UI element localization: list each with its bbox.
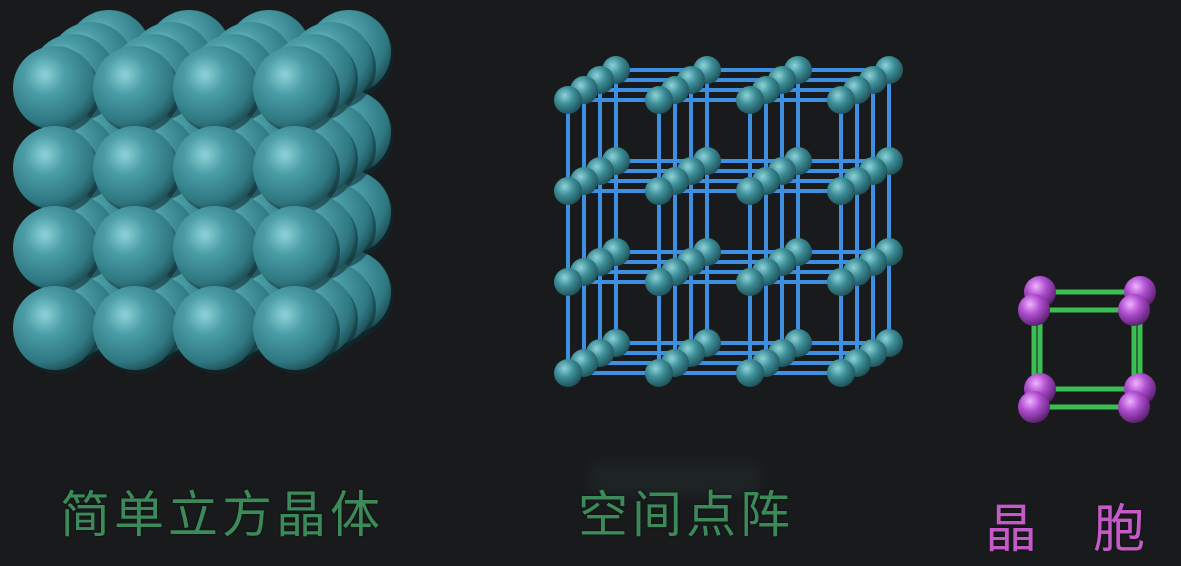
packing-sphere: [173, 206, 257, 290]
lattice-node: [554, 268, 582, 296]
cell-atom: [1018, 294, 1050, 326]
space-lattice-model: [554, 56, 903, 387]
lattice-node: [645, 359, 673, 387]
packing-sphere: [173, 46, 257, 130]
lattice-node: [827, 359, 855, 387]
unit-cell-model: [1018, 276, 1156, 423]
packing-sphere: [253, 126, 337, 210]
packing-sphere: [93, 206, 177, 290]
cell-atom: [1118, 294, 1150, 326]
lattice-node: [736, 268, 764, 296]
lattice-node: [827, 268, 855, 296]
lattice-node: [645, 86, 673, 114]
packing-sphere: [13, 206, 97, 290]
packing-sphere: [93, 286, 177, 370]
packing-sphere: [13, 286, 97, 370]
lattice-node: [645, 177, 673, 205]
lattice-node: [554, 177, 582, 205]
packing-sphere: [13, 126, 97, 210]
cell-atom: [1118, 391, 1150, 423]
packing-sphere: [253, 286, 337, 370]
packing-sphere: [173, 126, 257, 210]
packing-sphere: [173, 286, 257, 370]
lattice-node: [554, 359, 582, 387]
lattice-node: [736, 359, 764, 387]
lattice-node: [554, 86, 582, 114]
lattice-node: [736, 86, 764, 114]
packing-sphere: [13, 46, 97, 130]
faded-caption-shadow: [590, 462, 760, 496]
lattice-node: [827, 177, 855, 205]
cell-atom: [1018, 391, 1050, 423]
caption-unit-cell-char-1: 晶: [985, 500, 1038, 560]
caption-simple-cubic-crystal: 简单立方晶体: [60, 486, 384, 544]
packing-sphere: [93, 46, 177, 130]
lattice-node: [645, 268, 673, 296]
caption-space-lattice: 空间点阵: [578, 486, 794, 544]
caption-unit-cell-char-2: 胞: [1093, 500, 1146, 560]
packing-sphere: [253, 46, 337, 130]
packing-sphere: [93, 126, 177, 210]
lattice-node: [736, 177, 764, 205]
simple-cubic-sphere-packing: [13, 10, 394, 374]
lattice-node: [827, 86, 855, 114]
packing-sphere: [253, 206, 337, 290]
